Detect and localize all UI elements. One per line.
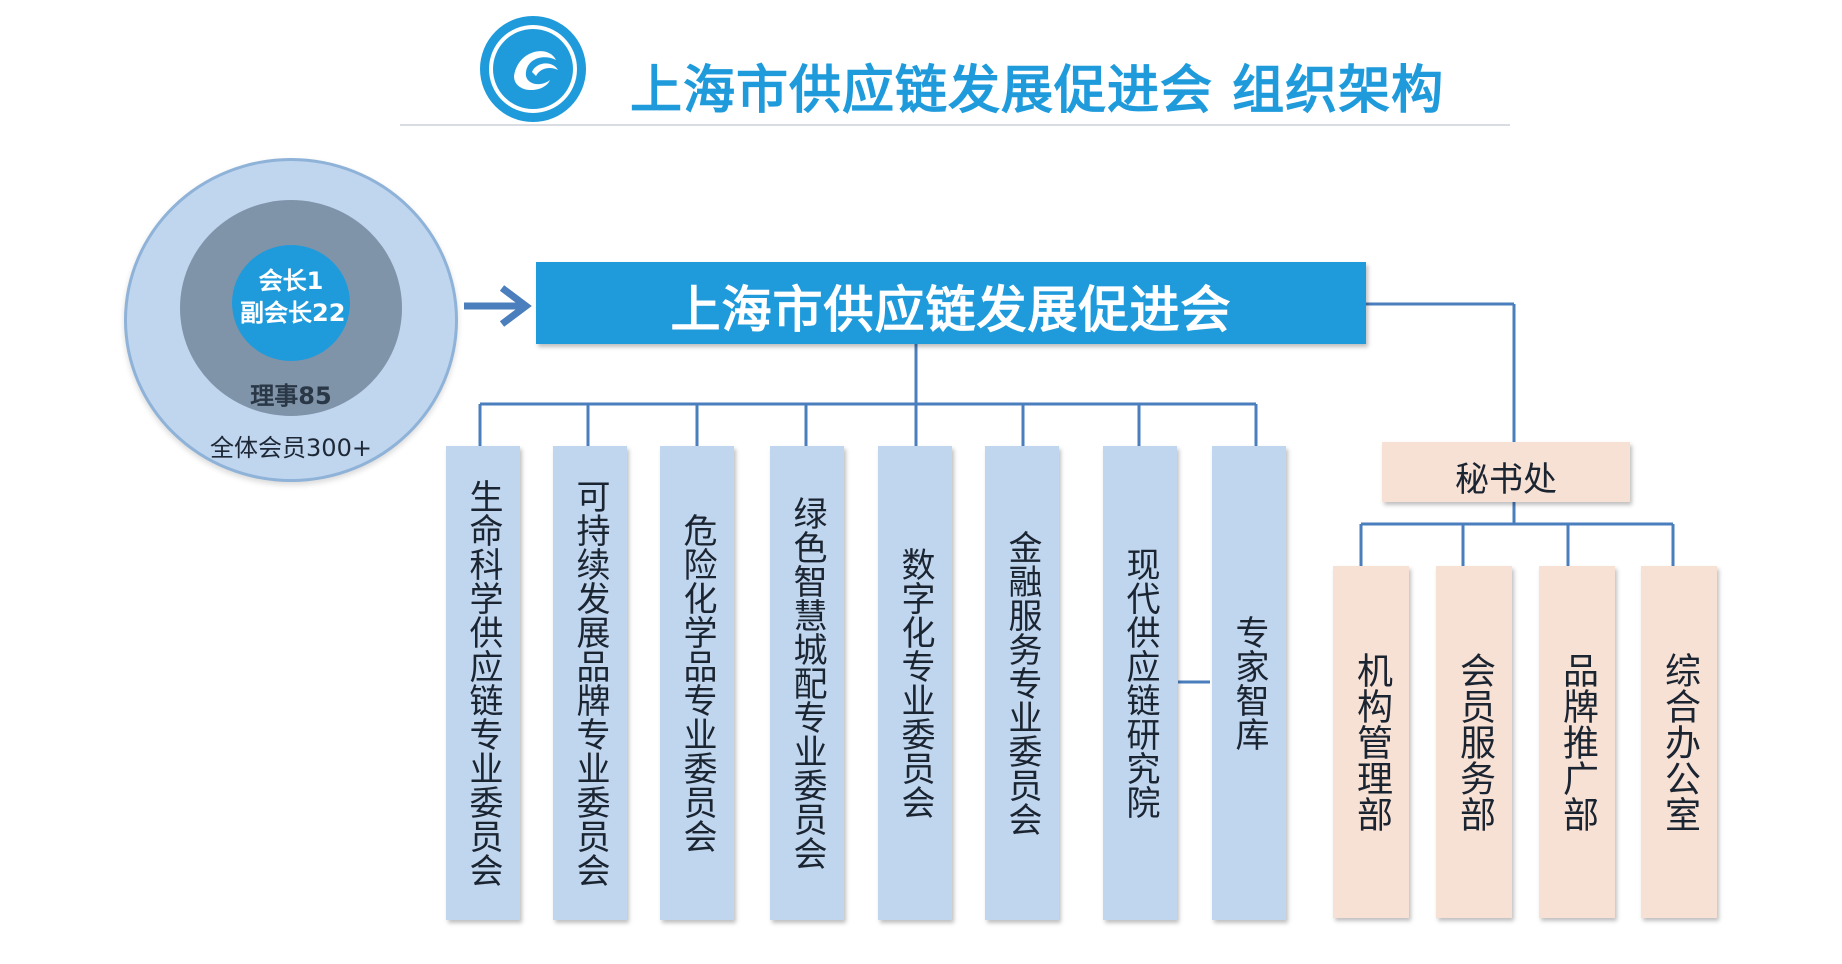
committee-box: 绿色智慧城配专业委员会 [770,446,844,920]
president-label: 会长1 副会长22 [240,265,346,329]
department-label: 会员服务部 [1454,652,1495,832]
committee-label: 危险化学品专业委员会 [677,513,717,853]
secretariat-label: 秘书处 [1455,460,1557,500]
main-org-box [536,262,1366,344]
secretariat-box [1382,442,1630,502]
vice-president-count: 副会长22 [240,299,346,327]
committee-label: 可持续发展品牌专业委员会 [570,479,610,887]
committee-box: 金融服务专业委员会 [985,446,1059,920]
committee-label: 金融服务专业委员会 [1002,530,1042,836]
committee-label: 绿色智慧城配专业委员会 [787,496,827,870]
department-box: 品牌推广部 [1539,566,1615,918]
page-title: 上海市供应链发展促进会 组织架构 [630,61,1445,121]
president-circle [232,245,350,361]
committee-box: 可持续发展品牌专业委员会 [553,446,627,920]
header-divider [400,124,1510,126]
committee-label: 生命科学供应链专业委员会 [463,479,503,887]
association-logo [480,16,586,122]
committee-box: 生命科学供应链专业委员会 [446,446,520,920]
department-box: 机构管理部 [1333,566,1409,918]
department-label: 品牌推广部 [1557,652,1598,832]
department-box: 综合办公室 [1641,566,1717,918]
research-institute-box: 现代供应链研究院 [1103,446,1177,920]
department-label: 机构管理部 [1351,652,1392,832]
directors-count: 理事85 [250,382,332,410]
president-count: 会长1 [258,267,324,295]
research-institute-label: 现代供应链研究院 [1120,547,1160,819]
members-count: 全体会员300+ [210,434,372,462]
arrow-right-icon [464,285,532,327]
main-org-label: 上海市供应链发展促进会 [670,281,1232,339]
department-box: 会员服务部 [1436,566,1512,918]
think-tank-box: 专家智库 [1212,446,1286,920]
committee-label: 数字化专业委员会 [895,547,935,819]
committee-box: 危险化学品专业委员会 [660,446,734,920]
committee-box: 数字化专业委员会 [878,446,952,920]
think-tank-label: 专家智库 [1229,615,1269,751]
department-label: 综合办公室 [1659,652,1700,832]
